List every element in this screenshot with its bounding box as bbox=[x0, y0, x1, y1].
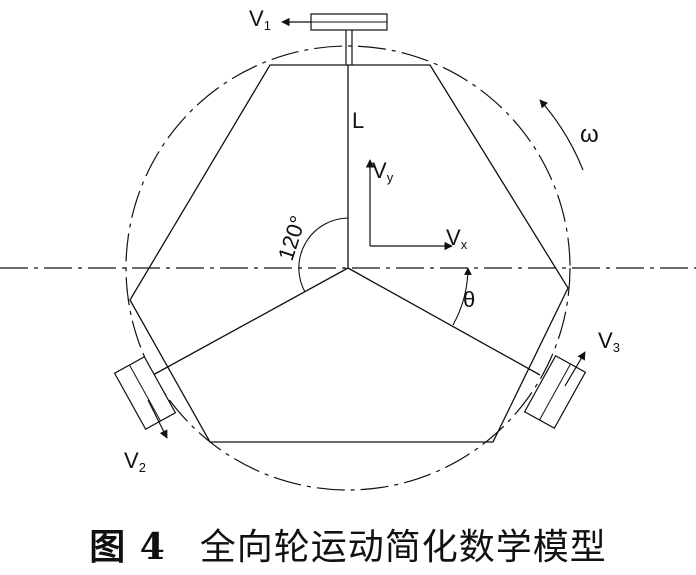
arm-right bbox=[347, 267, 541, 376]
angle-120-arc bbox=[298, 217, 349, 293]
v2-label: V2 bbox=[124, 448, 146, 475]
v3-arrow bbox=[564, 351, 586, 387]
omega-label: ω bbox=[580, 121, 599, 148]
omega-arc bbox=[539, 99, 584, 171]
robot-body-outline bbox=[129, 64, 569, 443]
figure-title: 全向轮运动简化数学模型 bbox=[199, 527, 607, 568]
vx-label: Vx bbox=[446, 225, 468, 252]
angle-120-label: 120° bbox=[273, 213, 311, 264]
figure-caption: 图 4 全向轮运动简化数学模型 bbox=[0, 518, 696, 570]
wheel-left bbox=[113, 355, 177, 431]
vy-label: Vy bbox=[372, 158, 394, 185]
figure-number: 图 4 bbox=[89, 526, 166, 568]
length-label: L bbox=[352, 108, 364, 133]
v1-label: V1 bbox=[249, 6, 271, 33]
wheel-circle bbox=[125, 45, 571, 491]
wheel-top bbox=[281, 13, 388, 65]
v3-label: V3 bbox=[598, 328, 620, 355]
arm-left bbox=[152, 267, 349, 376]
omni-wheel-diagram: V1 V2 V3 Vy Vx L ω θ 120° bbox=[0, 6, 696, 491]
v2-arrow bbox=[147, 399, 168, 439]
wheel-right bbox=[523, 354, 587, 430]
theta-label: θ bbox=[463, 287, 475, 312]
theta-arc bbox=[452, 267, 472, 326]
